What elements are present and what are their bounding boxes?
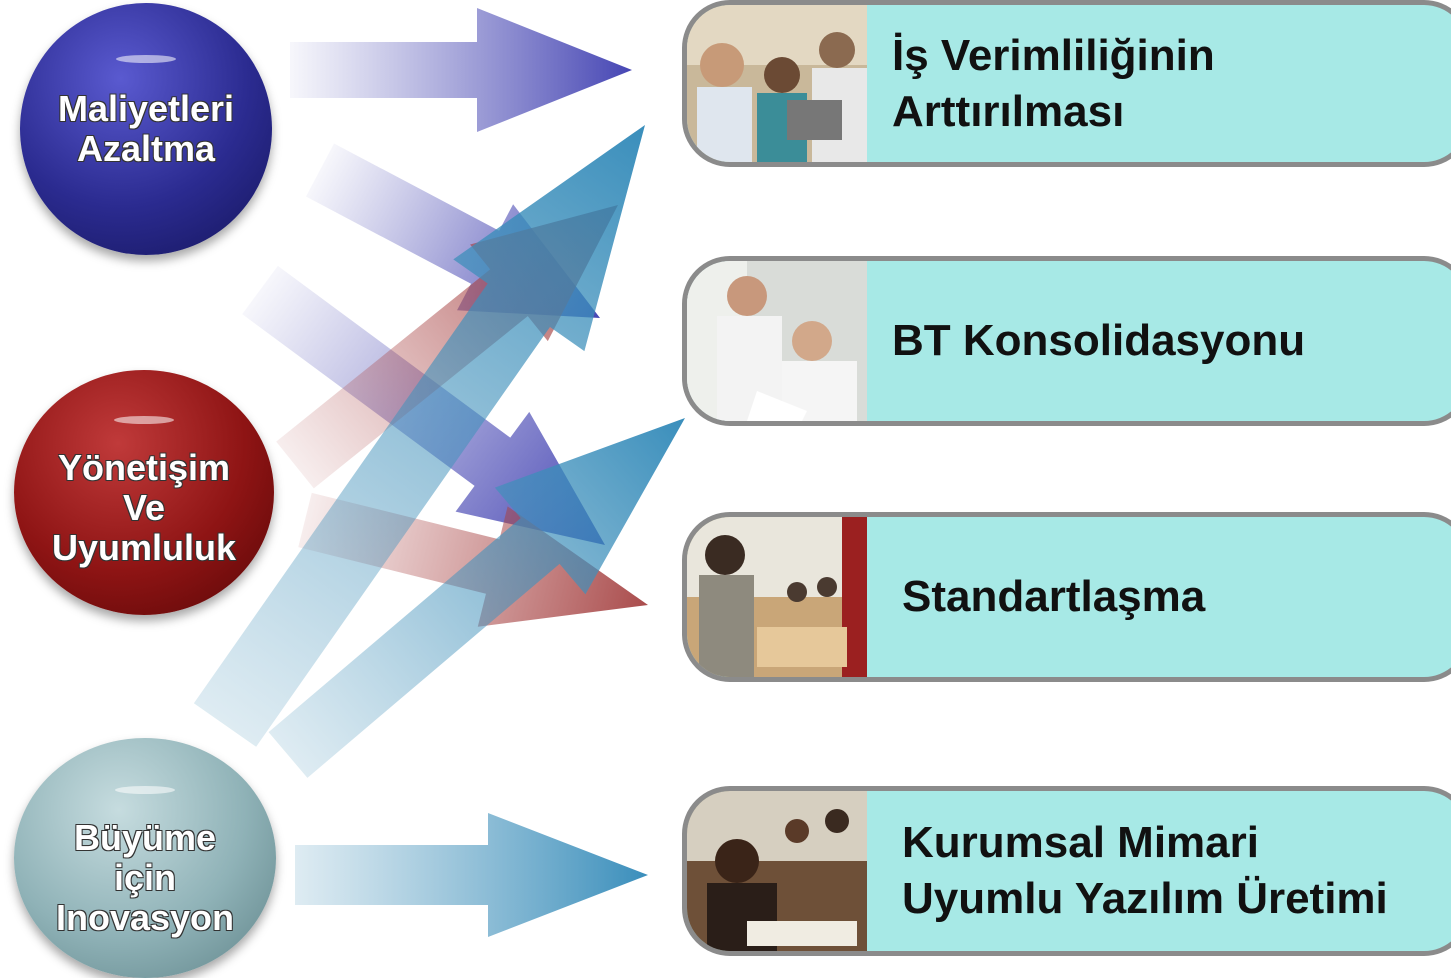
card-title: İş Verimliliğinin Arttırılması: [892, 30, 1215, 136]
meeting-photo: [687, 5, 867, 162]
orb-cost-reduction: Maliyetleri Azaltma: [20, 3, 272, 255]
office-photo: [687, 517, 867, 677]
card-it-consolidation: BT Konsolidasyonu: [682, 256, 1451, 426]
orb-governance-compliance: Yönetişim Ve Uyumluluk: [14, 370, 274, 615]
card-standardization: Standartlaşma: [682, 512, 1451, 682]
card-business-efficiency: İş Verimliliğinin Arttırılması: [682, 0, 1451, 167]
arrow-growth-to-architecture: [295, 813, 648, 937]
orb-label: Yönetişim Ve Uyumluluk: [51, 446, 237, 568]
arrow-cost-to-efficiency: [290, 8, 632, 132]
arrow-growth-to-standardization: [268, 417, 686, 778]
card-title: Standartlaşma: [902, 572, 1206, 621]
orb-label: Büyüme için Inovasyon: [55, 817, 235, 938]
arrow-growth-to-efficiency: [193, 125, 645, 747]
card-enterprise-architecture: Kurumsal Mimari Uyumlu Yazılım Üretimi: [682, 786, 1451, 956]
doctors-photo: [687, 261, 867, 421]
conference-photo: [687, 791, 867, 951]
orb-label: Maliyetleri Azaltma: [57, 88, 235, 169]
orb-growth-innovation: Büyüme için Inovasyon: [14, 738, 276, 978]
card-title: Kurumsal Mimari Uyumlu Yazılım Üretimi: [902, 818, 1388, 923]
card-title: BT Konsolidasyonu: [892, 316, 1306, 365]
